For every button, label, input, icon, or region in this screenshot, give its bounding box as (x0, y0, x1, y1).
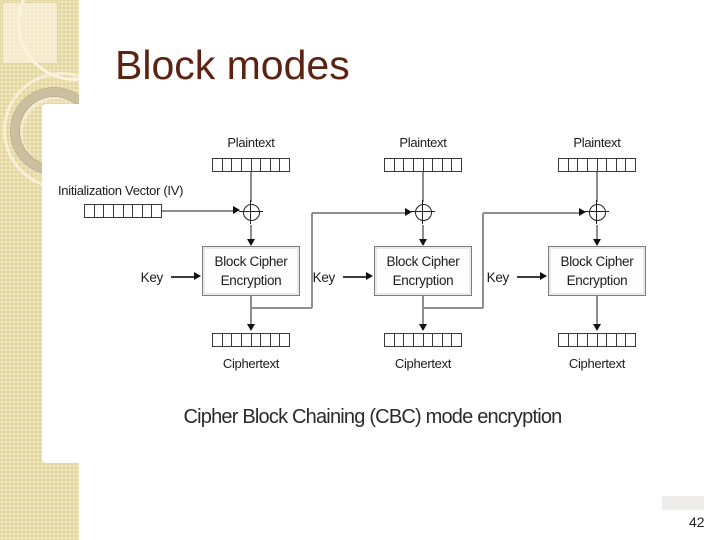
chain-arrowhead-icon (579, 208, 586, 216)
page-number-shade (662, 496, 704, 510)
chain-line (482, 213, 484, 308)
block-cipher-box: Block Cipher Encryption (548, 246, 646, 296)
xor-icon (584, 199, 609, 224)
chain-line (312, 212, 405, 214)
chain-line (311, 213, 313, 308)
ciphertext-label: Ciphertext (568, 356, 626, 371)
key-connector-line (343, 276, 367, 278)
connector-line (250, 225, 252, 239)
key-connector-line (517, 276, 541, 278)
arrowhead-down-icon (592, 239, 601, 246)
slide-title: Block modes (115, 42, 350, 88)
plaintext-label: Plaintext (573, 135, 621, 150)
box-line1: Block Cipher (560, 254, 634, 269)
connector-line (596, 225, 598, 239)
page-number: 42 (689, 514, 705, 530)
iv-block (84, 204, 162, 218)
block-cipher-box: Block Cipher Encryption (202, 246, 300, 296)
key-arrowhead-icon (540, 272, 547, 280)
key-connector-line (171, 276, 195, 278)
xor-icon (238, 199, 263, 224)
block-cipher-box: Block Cipher Encryption (374, 246, 472, 296)
diagram-caption: Cipher Block Chaining (CBC) mode encrypt… (183, 406, 562, 428)
iv-arrowhead-icon (233, 206, 240, 214)
connector-line (596, 172, 598, 202)
connector-line (250, 172, 252, 202)
key-label: Key (140, 270, 164, 285)
connector-line (596, 296, 598, 324)
box-line2: Encryption (220, 273, 282, 288)
key-arrowhead-icon (366, 272, 373, 280)
connector-line (422, 172, 424, 202)
cbc-column-3: Plaintext Block Cipher Encryption Key Ci… (477, 130, 717, 390)
plaintext-block (212, 158, 290, 172)
connector-line (422, 225, 424, 239)
ciphertext-label: Ciphertext (394, 356, 452, 371)
chain-line (423, 307, 483, 309)
plaintext-label: Plaintext (227, 135, 275, 150)
iv-label: Initialization Vector (IV) (58, 183, 184, 198)
iv-connector-line (162, 210, 233, 212)
box-line2: Encryption (392, 273, 454, 288)
arrowhead-down-icon (418, 324, 427, 331)
chain-arrowhead-icon (405, 208, 412, 216)
box-line1: Block Cipher (214, 254, 288, 269)
box-line1: Block Cipher (386, 254, 460, 269)
ciphertext-block (558, 333, 636, 347)
cbc-column-1: Plaintext Block Cipher Encryption Key Ci… (131, 130, 371, 390)
arrowhead-down-icon (592, 324, 601, 331)
arrowhead-down-icon (418, 239, 427, 246)
ciphertext-block (384, 333, 462, 347)
cbc-column-2: Plaintext Block Cipher Encryption Key Ci… (303, 130, 543, 390)
chain-line (251, 307, 312, 309)
key-label: Key (312, 270, 336, 285)
ciphertext-block (212, 333, 290, 347)
key-arrowhead-icon (194, 272, 201, 280)
xor-icon (410, 199, 435, 224)
connector-line (422, 296, 424, 324)
chain-line (483, 212, 579, 214)
key-label: Key (486, 270, 510, 285)
arrowhead-down-icon (246, 239, 255, 246)
box-line2: Encryption (566, 273, 628, 288)
arrowhead-down-icon (246, 324, 255, 331)
ciphertext-label: Ciphertext (222, 356, 280, 371)
connector-line (250, 296, 252, 324)
plaintext-label: Plaintext (399, 135, 447, 150)
plaintext-block (384, 158, 462, 172)
plaintext-block (558, 158, 636, 172)
